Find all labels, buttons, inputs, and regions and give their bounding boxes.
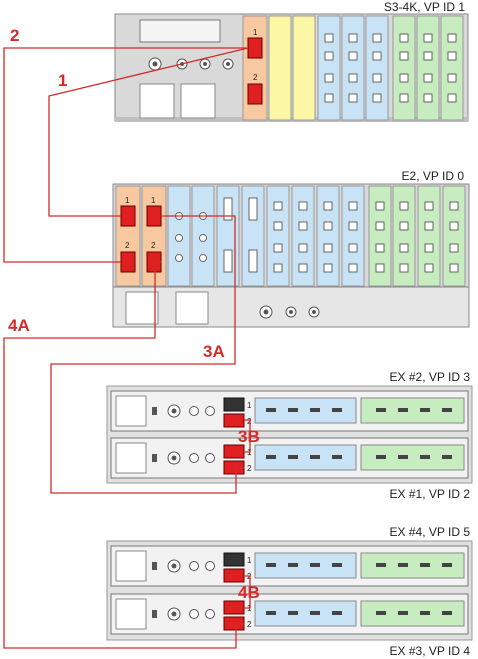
ex1-control-icons <box>152 451 215 465</box>
connection-label-4a: 4A <box>8 316 30 335</box>
s3-port-1[interactable] <box>247 37 263 59</box>
s3-port-2[interactable] <box>247 83 263 105</box>
ex3-port-1[interactable] <box>223 600 245 615</box>
e2-green-card-3 <box>417 185 441 287</box>
e2-label: E2, VP ID 0 <box>402 169 465 183</box>
s3-blue-card-c <box>365 15 389 121</box>
s3-green-card-b <box>416 15 440 121</box>
ex3-connectors <box>266 611 452 615</box>
e2-blue-card-8 <box>341 185 365 287</box>
e2-blue-card-6 <box>291 185 315 287</box>
e2-blank-module-a <box>125 291 159 325</box>
s3-green-card-c <box>440 15 464 121</box>
cable-3b <box>244 419 251 453</box>
ex1-unit: 1 2 <box>110 437 469 479</box>
ex4-label: EX #4, VP ID 5 <box>390 525 471 539</box>
s3-port-2-number: 2 <box>253 73 258 82</box>
s3-blank-module-b <box>180 83 216 119</box>
ex4-blank-module <box>115 550 147 582</box>
ex4-unit: 1 2 <box>110 545 469 587</box>
e2-green-card-2 <box>392 185 416 287</box>
ex2-label: EX #2, VP ID 3 <box>390 370 471 384</box>
ex3-port-2-number: 2 <box>247 620 252 629</box>
ex2-blank-module <box>115 395 147 427</box>
cable-4b <box>244 575 251 609</box>
e2-port-a2[interactable] <box>120 251 136 273</box>
cable-2 <box>3 47 248 263</box>
e2-control-icons <box>259 305 320 319</box>
ex2-port-1-number: 1 <box>247 401 252 410</box>
ex4-connectors <box>266 563 452 567</box>
ex1-port-2-number: 2 <box>247 464 252 473</box>
s3-green-card-a <box>392 15 416 121</box>
ex4-port-2[interactable] <box>223 568 245 583</box>
s3-card-connectors <box>324 33 457 103</box>
ex2-connectors <box>266 408 452 412</box>
e2-blue-card-7 <box>316 185 340 287</box>
ex3-label: EX #3, VP ID 4 <box>390 644 471 658</box>
ex3-blank-module <box>115 598 147 630</box>
s3-blue-card-a <box>317 15 341 121</box>
s3-yellow-card-b <box>292 15 316 121</box>
e2-port-a1[interactable] <box>120 205 136 227</box>
ex2-unit: 1 2 <box>110 390 469 432</box>
e2-card-connectors <box>175 197 459 273</box>
connection-label-3b: 3B <box>238 427 260 446</box>
e2-chassis: 1 2 1 2 <box>112 169 470 328</box>
e2-blank-module-b <box>175 291 209 325</box>
e2-port-a1-number: 1 <box>125 196 130 205</box>
e2-port-a2-number: 2 <box>125 241 130 250</box>
ex4-control-icons <box>152 559 215 573</box>
ex1-port-1[interactable] <box>223 444 245 459</box>
connection-label-3a: 3A <box>203 342 225 361</box>
ex-upper-rack: EX #2, VP ID 3 EX #1, VP ID 2 1 2 <box>106 370 473 501</box>
e2-port-b2-number: 2 <box>151 241 156 250</box>
ex2-control-icons <box>152 404 215 418</box>
s3-port-1-number: 1 <box>253 28 258 37</box>
ex4-port-1-number: 1 <box>247 556 252 565</box>
e2-green-card-1 <box>368 185 392 287</box>
connection-label-2: 2 <box>10 26 19 45</box>
s3-yellow-card-a <box>268 15 292 121</box>
ex4-port-1[interactable] <box>223 552 245 567</box>
ex3-control-icons <box>152 607 215 621</box>
ex2-port-2[interactable] <box>223 413 245 428</box>
cable-4a <box>3 261 244 649</box>
e2-blue-card-5 <box>266 185 290 287</box>
s3-blank-module-a <box>139 83 175 119</box>
ex2-port-1[interactable] <box>223 397 245 412</box>
cables <box>3 47 251 649</box>
s3-4k-chassis: 1 2 S3-4K, VP ID 1 <box>114 0 469 122</box>
connection-label-4b: 4B <box>238 583 260 602</box>
cable-1 <box>48 47 249 217</box>
ex3-unit: 1 2 <box>110 593 469 635</box>
e2-green-card-4 <box>442 185 466 287</box>
e2-port-b1[interactable] <box>146 205 162 227</box>
s3-label: S3-4K, VP ID 1 <box>384 0 465 14</box>
ex1-blank-module <box>115 442 147 474</box>
s3-display <box>139 19 221 43</box>
ex1-connectors <box>266 455 452 459</box>
e2-blue-card-4 <box>241 185 265 287</box>
ex-lower-rack: EX #4, VP ID 5 EX #3, VP ID 4 1 2 <box>106 525 473 658</box>
connection-label-1: 1 <box>58 71 67 90</box>
e2-port-b1-number: 1 <box>151 196 156 205</box>
s3-blue-card-b <box>341 15 365 121</box>
e2-blue-card-3 <box>216 185 240 287</box>
ex1-label: EX #1, VP ID 2 <box>390 487 471 501</box>
cable-3a-upper <box>50 215 244 494</box>
